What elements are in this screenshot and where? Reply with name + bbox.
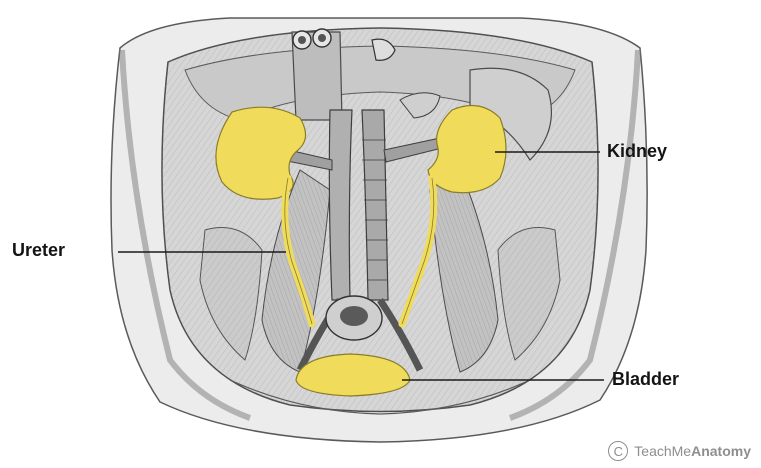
label-bladder: Bladder bbox=[612, 369, 679, 390]
watermark-brand-light: TeachMe bbox=[634, 443, 691, 459]
inferior-vena-cava bbox=[329, 110, 352, 300]
copyright-icon: C bbox=[608, 441, 628, 461]
kidney-left bbox=[216, 107, 306, 199]
label-ureter: Ureter bbox=[12, 240, 65, 261]
watermark: C TeachMeAnatomy bbox=[608, 441, 751, 461]
watermark-brand-bold: Anatomy bbox=[691, 443, 751, 459]
label-kidney: Kidney bbox=[607, 141, 667, 162]
